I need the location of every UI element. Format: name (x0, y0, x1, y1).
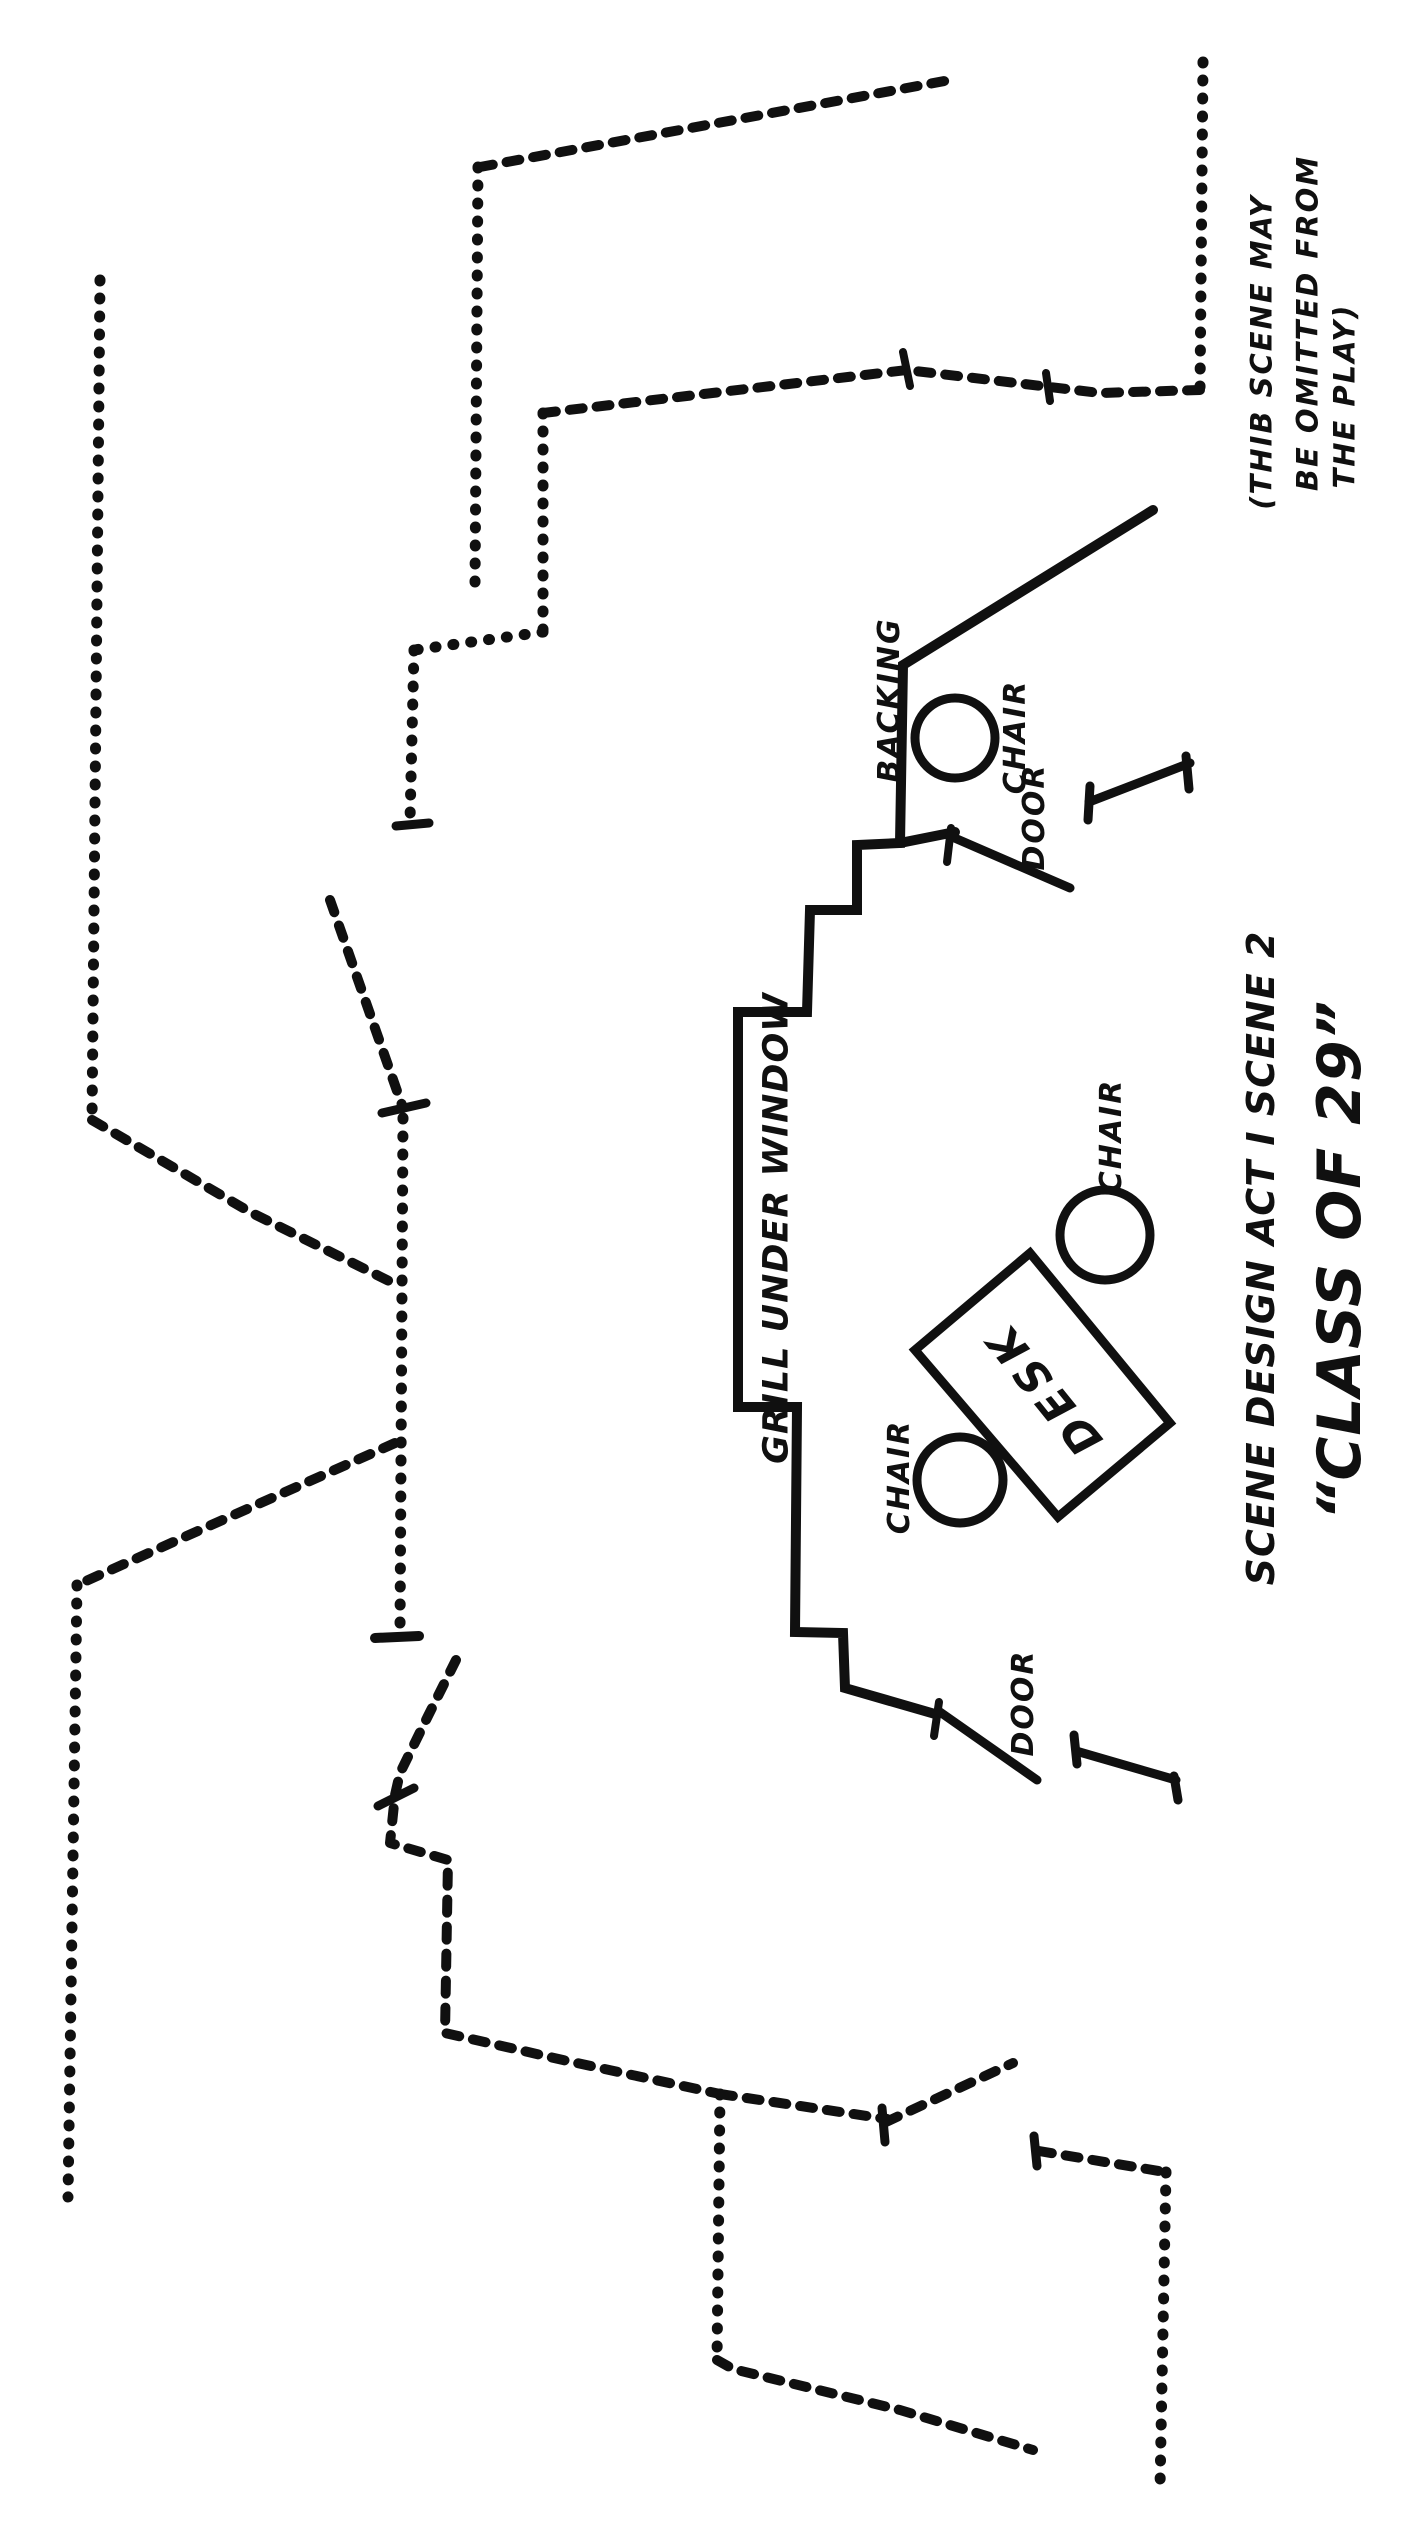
door-bottom-jamb-cap-right (1169, 1771, 1183, 1805)
grill-under-window-label: GRILL UNDER WINDOW (756, 992, 797, 1464)
masking-br-line (1034, 2146, 1170, 2177)
chair-right-circle (1055, 1185, 1155, 1285)
masking-left-brace (87, 1115, 402, 1290)
masking-mid-endcap (391, 818, 434, 831)
door-top-wall-stub (895, 827, 960, 848)
masking-mid-vertical-2 (404, 644, 420, 826)
door-top-swing (945, 831, 1075, 893)
backing-label: BACKING (872, 617, 907, 783)
masking-topright-vertical (1194, 56, 1209, 396)
chair-label-left: CHAIR (882, 1419, 917, 1535)
masking-left-lower-wall (62, 1579, 83, 2203)
door-bottom-jamb (1071, 1746, 1181, 1785)
masking-bottom-line (715, 2089, 892, 2124)
omission-note-line2: BE OMITTED FROM (1290, 154, 1325, 492)
masking-center-brace-lower (72, 1438, 400, 1590)
title-line1: SCENE DESIGN ACT I SCENE 2 (1239, 930, 1283, 1586)
chair-left-circle (912, 1432, 1008, 1528)
masking-center-wall (394, 1112, 409, 1636)
desk-outline (908, 1246, 1177, 1524)
masking-hook-run (385, 1655, 725, 2099)
masking-bottom-branch (711, 2088, 726, 2366)
chair-label-right: CHAIR (1094, 1078, 1129, 1194)
door-top-jamb (1084, 758, 1195, 807)
door-label-top: DOOR (1017, 763, 1052, 871)
masking-join-tick-small (1042, 369, 1054, 405)
door-label-bottom: DOOR (1006, 1649, 1041, 1757)
omission-note-line3: THE PLAY) (1327, 303, 1362, 489)
masking-center-junction-tick (377, 1098, 431, 1118)
masking-center-wall-endcap (370, 1631, 424, 1643)
masking-center-brace-upper (325, 895, 408, 1113)
masking-hook-tick (373, 1783, 419, 1811)
omission-note-line1: (THIB SCENE MAY (1244, 194, 1279, 510)
chair-backing-circle (910, 693, 1000, 783)
masking-join-tick-plus (899, 348, 914, 390)
backing-and-window-wall (733, 505, 1158, 1719)
masking-br-vertical (1154, 2166, 1172, 2493)
title-line2: “CLASS OF 29” (1305, 999, 1375, 1521)
masking-left-wall (86, 274, 106, 1126)
masking-top-left-stub (469, 161, 484, 591)
door-bottom-hinge-tick (930, 1698, 943, 1740)
masking-bottom-upline (881, 2058, 1018, 2127)
masking-mid-horizontal (408, 626, 549, 656)
masking-topright-horizontal (538, 365, 1205, 418)
door-bottom-swing (935, 1707, 1042, 1785)
masking-bottom-branch-diagonal (712, 2355, 1038, 2455)
door-top-jamb-cap-right (1181, 751, 1194, 794)
masking-top-diagonal (475, 75, 955, 172)
